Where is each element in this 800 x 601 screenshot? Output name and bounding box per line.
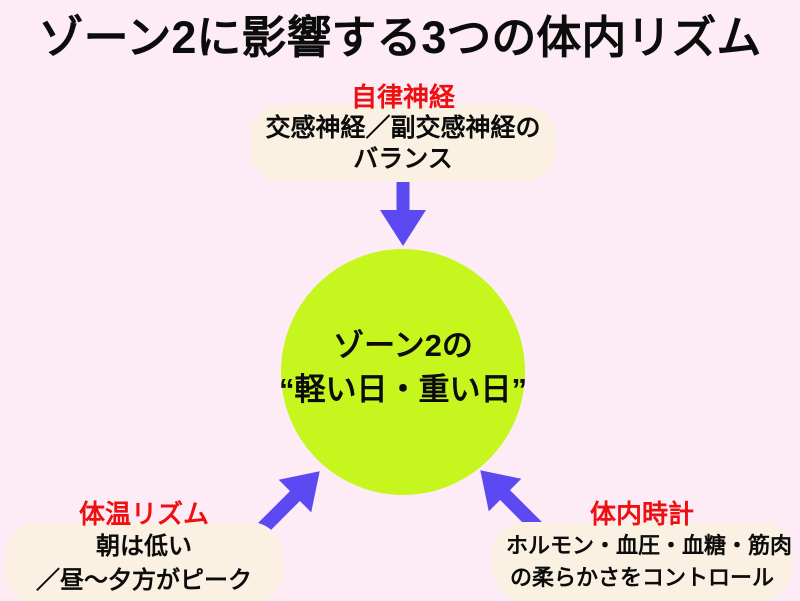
center-circle-line2: “軽い日・重い日”	[279, 372, 527, 407]
factor-autonomic-desc-line1: 交感神経／副交感神経の	[265, 114, 541, 142]
factor-body-clock-desc-line1: ホルモン・血圧・血糖・筋肉	[506, 533, 793, 558]
factor-body-clock-desc-line2: の柔らかさをコントロール	[509, 564, 774, 590]
factor-body-clock-label: 体内時計	[589, 499, 694, 529]
page-title: ゾーン2に影響する3つの体内リズム	[38, 12, 762, 63]
factor-temperature-desc-line1: 朝は低い	[96, 533, 192, 560]
center-circle-line1: ゾーン2の	[333, 327, 473, 363]
factor-temperature-label: 体温リズム	[78, 499, 209, 529]
factor-temperature: 体温リズム 朝は低い ／昼〜夕方がピーク	[6, 501, 282, 601]
arrow-up-right-icon	[256, 471, 320, 535]
center-circle: ゾーン2の “軽い日・重い日”	[279, 249, 527, 495]
factor-autonomic: 自律神経 交感神経／副交感神経の バランス	[250, 84, 556, 182]
factor-autonomic-label: 自律神経	[350, 82, 455, 112]
factor-autonomic-box: 交感神経／副交感神経の バランス	[250, 105, 556, 182]
factor-body-clock-box: ホルモン・血圧・血糖・筋肉 の柔らかさをコントロール	[492, 522, 792, 601]
factor-temperature-desc-line2: ／昼〜夕方がピーク	[36, 566, 252, 594]
center-circle-text: ゾーン2の “軽い日・重い日”	[279, 324, 527, 412]
factor-body-clock: 体内時計 ホルモン・血圧・血糖・筋肉 の柔らかさをコントロール	[492, 501, 792, 601]
arrow-up-left-icon	[480, 470, 544, 534]
factor-temperature-box: 朝は低い ／昼〜夕方がピーク	[6, 522, 282, 601]
factor-autonomic-desc-line2: バランス	[353, 144, 453, 173]
